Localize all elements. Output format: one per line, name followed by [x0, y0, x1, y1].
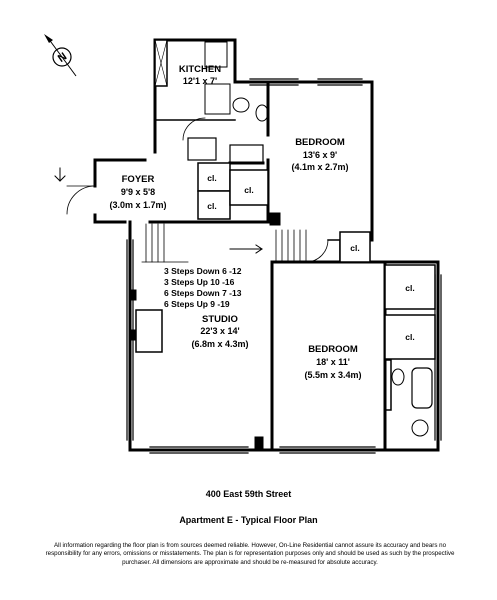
studio-metric: (6.8m x 4.3m) — [191, 339, 248, 349]
studio-name: STUDIO — [202, 314, 238, 325]
kitchen-dims: 12'1 x 7' — [183, 76, 217, 86]
foyer-dims: 9'9 x 5'8 — [121, 187, 155, 197]
bedroom1-dims: 13'6 x 9' — [303, 150, 337, 160]
walls — [54, 38, 442, 454]
bedroom1-label: BEDROOM 13'6 x 9' (4.1m x 2.7m) — [291, 137, 348, 172]
steps-note: 3 Steps Down 6 -12 — [164, 266, 242, 276]
steps-note: 3 Steps Up 10 -16 — [164, 277, 235, 287]
foyer-label: FOYER 9'9 x 5'8 (3.0m x 1.7m) — [109, 174, 166, 210]
kitchen-name: KITCHEN — [179, 64, 221, 75]
compass-icon: N — [44, 34, 77, 77]
steps-note: 6 Steps Down 7 -13 — [164, 288, 242, 298]
bedroom2-dims: 18' x 11' — [316, 357, 350, 367]
foyer-metric: (3.0m x 1.7m) — [109, 200, 166, 210]
plan-subtitle: Apartment E - Typical Floor Plan — [179, 515, 318, 525]
closet-label: cl. — [207, 201, 216, 211]
closet-label: cl. — [244, 185, 253, 195]
kitchen-label: KITCHEN 12'1 x 7' — [179, 64, 221, 86]
steps-note: 6 Steps Up 9 -19 — [164, 299, 230, 309]
steps-notes: 3 Steps Down 6 -12 3 Steps Up 10 -16 6 S… — [164, 266, 242, 309]
bedroom2-metric: (5.5m x 3.4m) — [304, 370, 361, 380]
bedroom1-name: BEDROOM — [295, 137, 345, 148]
bedroom1-metric: (4.1m x 2.7m) — [291, 162, 348, 172]
closet-label: cl. — [405, 283, 414, 293]
disclaimer: All information regarding the floor plan… — [45, 542, 455, 566]
studio-dims: 22'3 x 14' — [200, 326, 239, 336]
closet-label: cl. — [350, 243, 359, 253]
address: 400 East 59th Street — [205, 489, 292, 499]
bedroom2-label: BEDROOM 18' x 11' (5.5m x 3.4m) — [304, 344, 361, 380]
foyer-name: FOYER — [122, 174, 155, 185]
closet-label: cl. — [207, 173, 216, 183]
bedroom2-name: BEDROOM — [308, 344, 358, 355]
closet-label: cl. — [405, 332, 414, 342]
studio-label: STUDIO 22'3 x 14' (6.8m x 4.3m) — [191, 314, 248, 349]
